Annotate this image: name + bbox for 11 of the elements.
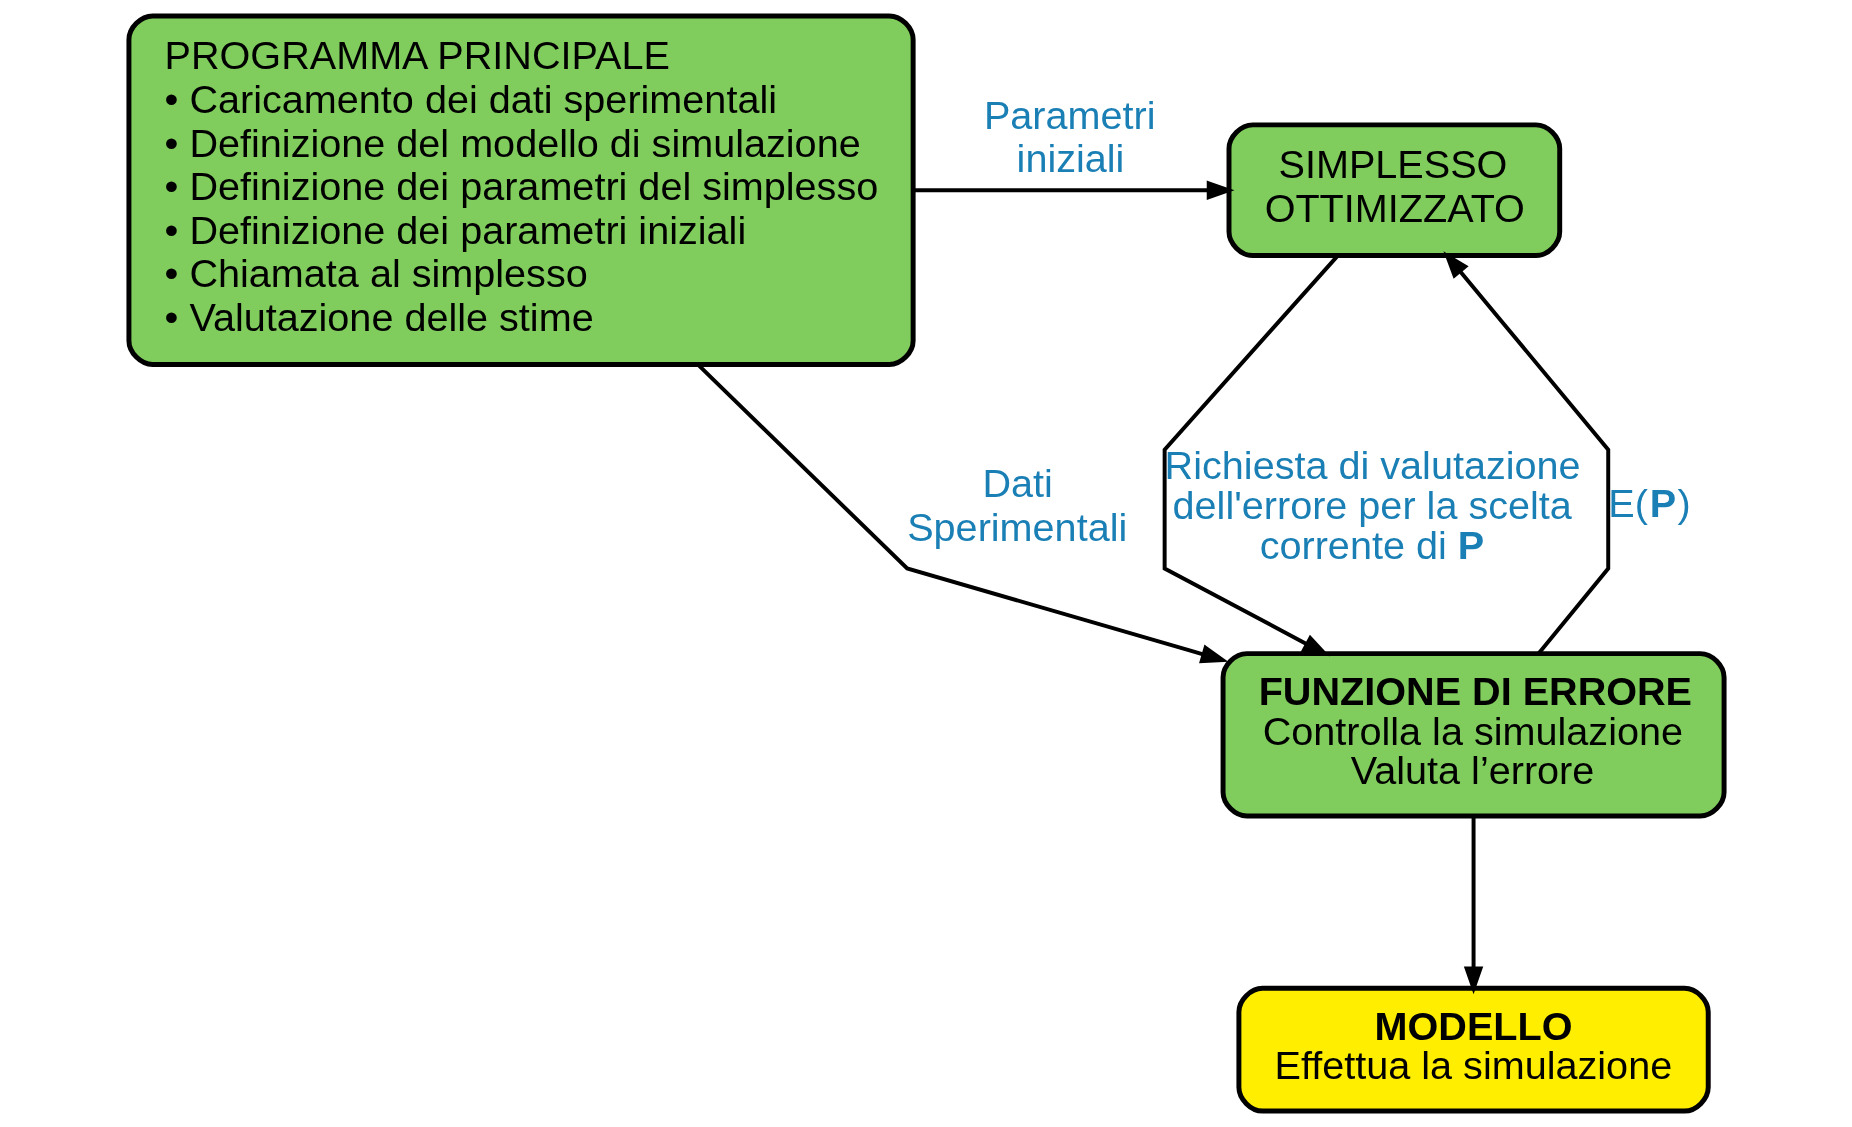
node-box: FUNZIONE DI ERRORE Controlla la simulazione Valuta l’errore (1220, 651, 1727, 819)
edge-label: Parametri iniziali (983, 92, 1156, 181)
edge-label: Dati Sperimentali (906, 461, 1127, 549)
arrow (1442, 251, 1610, 655)
node-box: SIMPLESSO OTTIMIZZATO (1226, 122, 1562, 259)
edge-label: Richiesta di valutazione dell'errore per la scelta corrente di P (1164, 443, 1581, 567)
edge-label: E(P) (1607, 480, 1691, 525)
node-box: PROGRAMMA PRINCIPALE • Caricamento dei dati sperimentali • Definizione del modello di simulazione • Definizione dei parametri del simplesso • Definizione dei parametri iniziali • Chiamata al simplesso • Valutazione delle stime (125, 13, 916, 367)
arrow (1463, 816, 1483, 995)
node-box: MODELLO Effettua la simulazione (1235, 985, 1711, 1114)
arrow (913, 180, 1234, 200)
